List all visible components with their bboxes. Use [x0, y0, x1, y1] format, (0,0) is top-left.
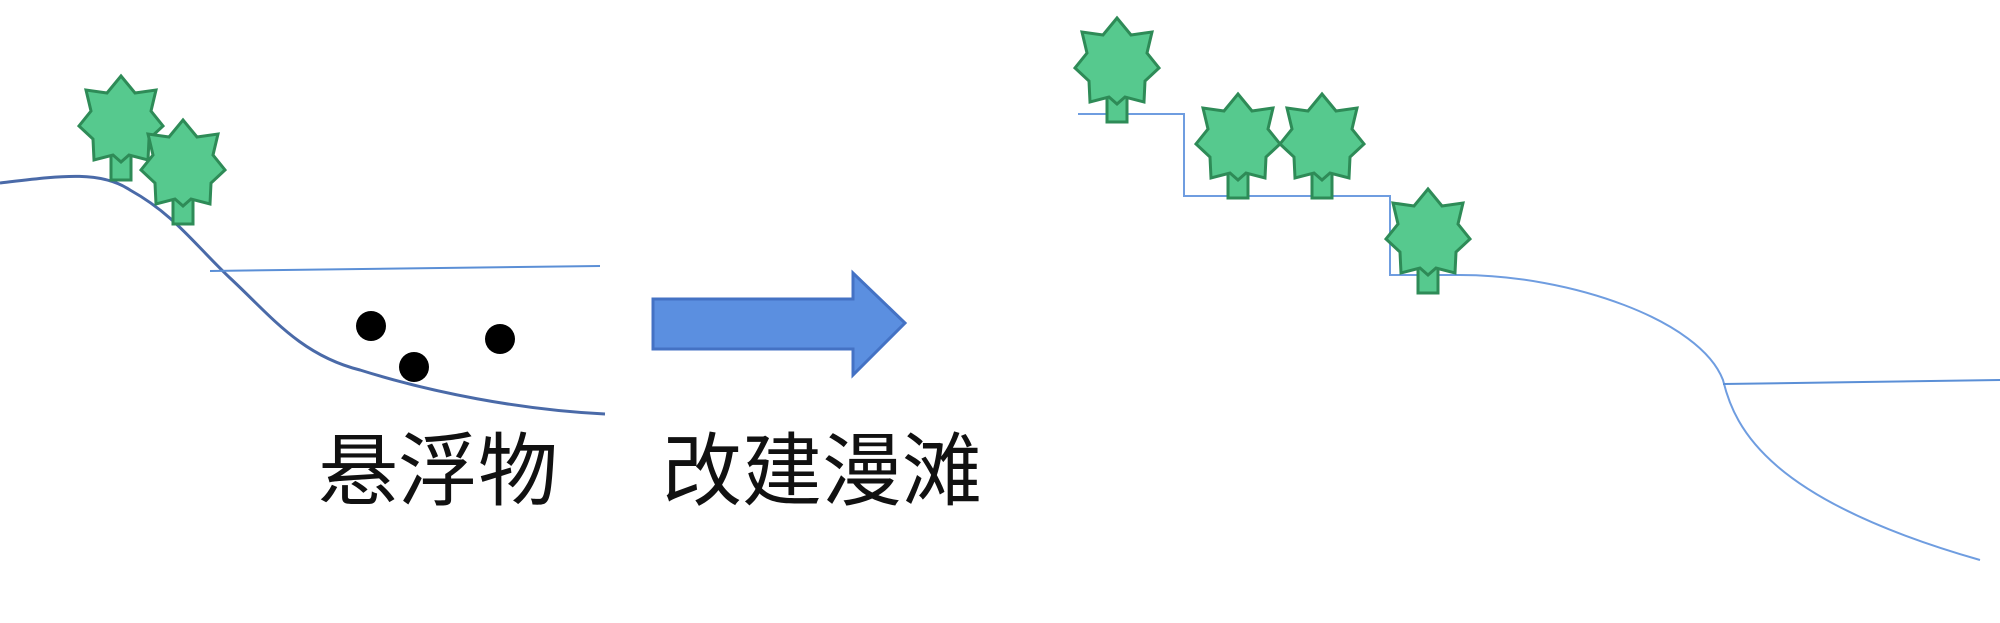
- tree-icon: [1194, 92, 1282, 200]
- before-scene: [0, 74, 606, 416]
- after-scene: [1073, 16, 2000, 561]
- tree-icon: [139, 118, 227, 226]
- original-bank-line: [0, 174, 606, 416]
- right-arrow-icon: [651, 269, 908, 379]
- floodplain-rebuild-label: 改建漫滩: [662, 425, 982, 518]
- water-surface-line: [209, 265, 601, 272]
- tree-icon: [1073, 16, 1161, 124]
- suspended-particle-icon: [356, 311, 386, 341]
- tree-icon: [1278, 92, 1366, 200]
- suspended-particle-icon: [485, 324, 515, 354]
- tree-icon: [1384, 187, 1472, 295]
- suspended-particle-icon: [399, 352, 429, 382]
- suspended-matter-label: 悬浮物: [318, 425, 558, 518]
- water-surface-line: [1722, 379, 2000, 385]
- terraced-floodplain-line: [1078, 113, 1981, 561]
